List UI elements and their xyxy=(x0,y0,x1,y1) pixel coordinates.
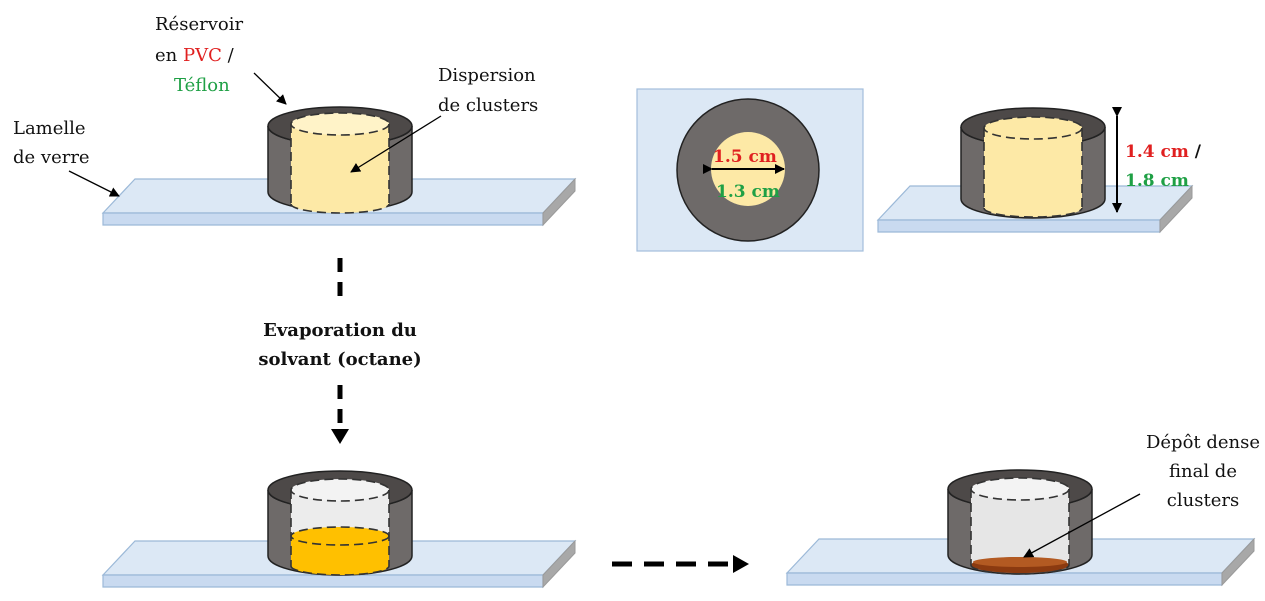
lamelle-label-2: de verre xyxy=(13,147,90,168)
top-view: 1.5 cm 1.3 cm xyxy=(636,88,864,252)
evaporation-arrow xyxy=(331,258,349,444)
lamelle-pointer xyxy=(68,170,120,197)
setup-evaporating xyxy=(101,470,577,589)
height-pvc: 1.4 cm xyxy=(1125,142,1189,162)
setup-final: Dépôt dense final de clusters xyxy=(785,432,1260,587)
reservoir-final xyxy=(947,469,1093,575)
depot-label-3: clusters xyxy=(1167,490,1239,511)
height-slash: / xyxy=(1189,142,1202,162)
depot-label-2: final de xyxy=(1169,461,1237,482)
depot-pointer xyxy=(1023,493,1141,558)
reservoir-label-1: Réservoir xyxy=(155,14,243,35)
reservoir-tall xyxy=(960,107,1106,219)
dispersion-label-1: Dispersion xyxy=(438,65,536,86)
depot-label-1: Dépôt dense xyxy=(1146,432,1260,453)
height-label: 1.4 cm / xyxy=(1125,142,1202,162)
side-view: 1.4 cm / 1.8 cm xyxy=(876,107,1202,234)
reservoir-evaporating xyxy=(267,470,413,576)
height-teflon: 1.8 cm xyxy=(1125,171,1189,191)
reservoir-pvc: PVC xyxy=(183,45,222,66)
dispersion-pointer xyxy=(350,115,442,173)
dispersion-label-2: de clusters xyxy=(438,95,538,116)
reservoir-label-2: en PVC / xyxy=(155,45,235,66)
evaporation-label-2: solvant (octane) xyxy=(258,349,421,370)
reservoir xyxy=(267,106,413,214)
diameter-teflon: 1.3 cm xyxy=(716,182,780,202)
transition-arrow xyxy=(612,555,749,573)
lamelle-label-1: Lamelle xyxy=(13,118,86,139)
reservoir-slash: / xyxy=(222,45,235,66)
reservoir-teflon: Téflon xyxy=(174,75,230,96)
reservoir-en: en xyxy=(155,45,183,66)
reservoir-pointer xyxy=(253,72,287,105)
setup-initial: Réservoir en PVC / Téflon Dispersion de … xyxy=(13,14,577,227)
diameter-pvc: 1.5 cm xyxy=(713,147,777,167)
evaporation-label-1: Evaporation du xyxy=(263,320,417,341)
